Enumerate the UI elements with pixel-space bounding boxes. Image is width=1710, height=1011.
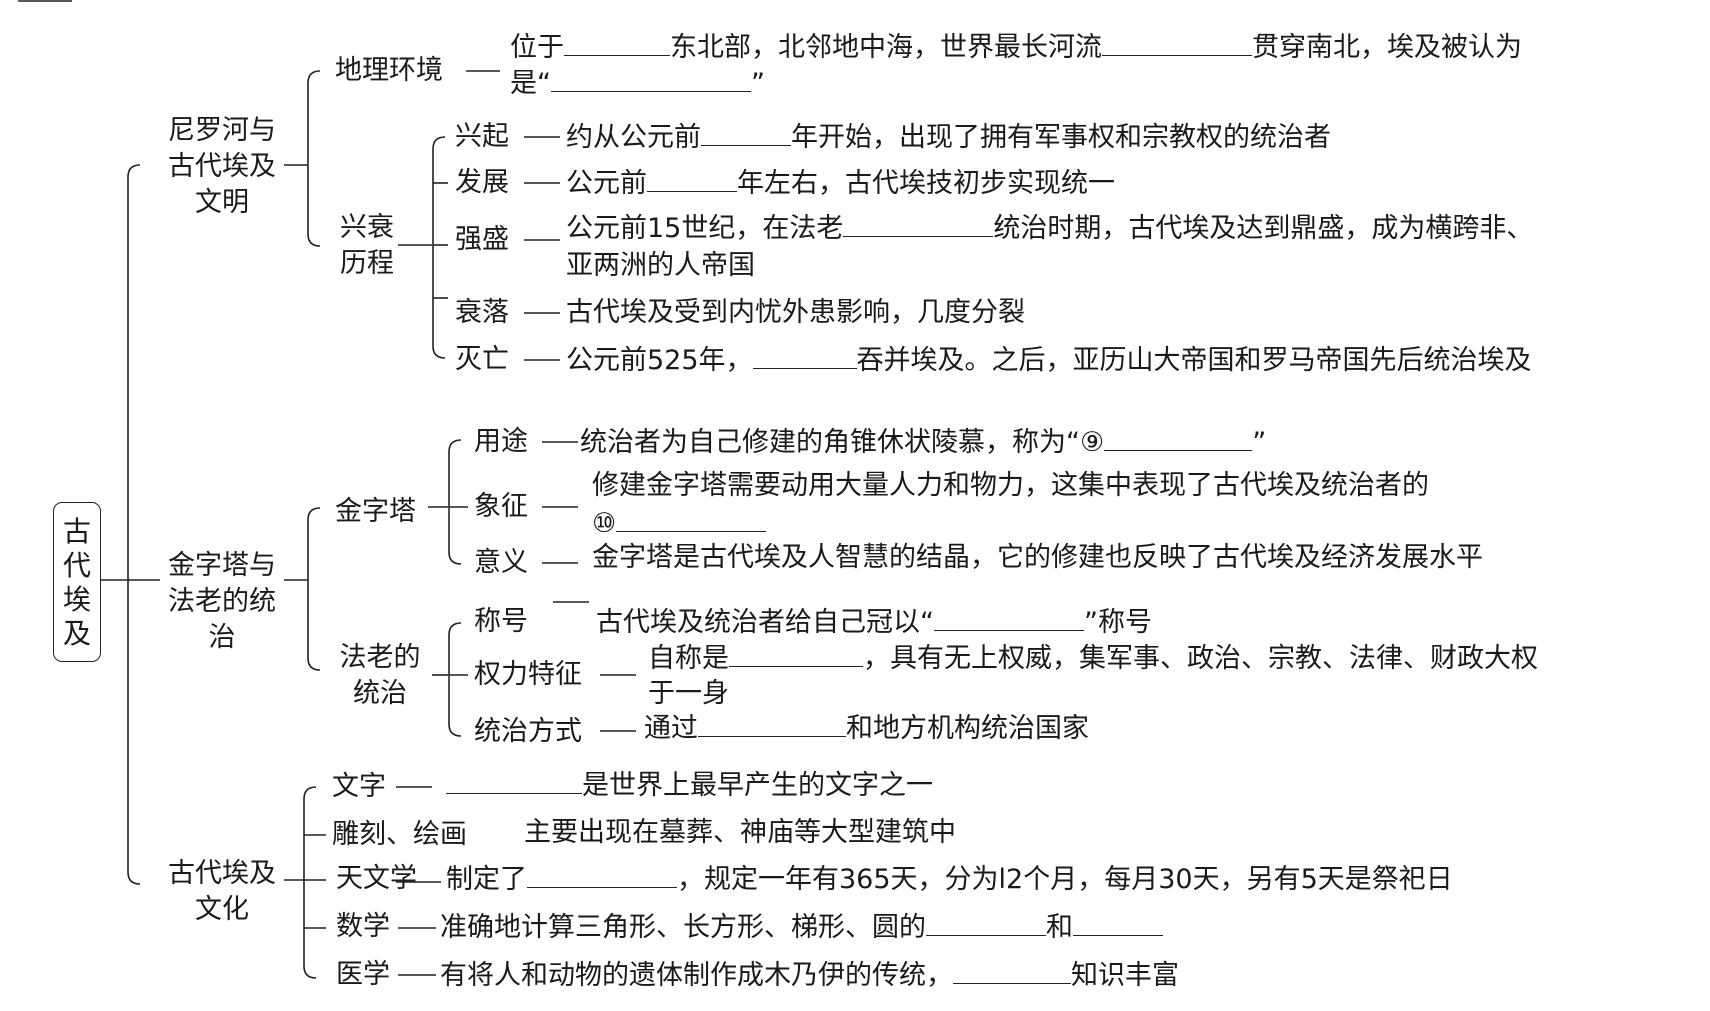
develop-label: 发展 [455, 167, 509, 198]
section-pyramid-title: 金字塔与法老的统治 [168, 550, 276, 653]
art-text: 主要出现在墓葬、神庙等大型建筑中 [524, 817, 956, 848]
fall-label: 灭亡 [455, 344, 509, 375]
meaning-label: 意义 [474, 547, 528, 578]
power-blank[interactable] [729, 640, 863, 667]
decline-text: 古代埃及受到内忧外患影响，几度分裂 [566, 297, 1025, 328]
power-text-1: 自称是，具有无上权威，集军事、政治、宗教、法律、财政大权 [648, 640, 1538, 677]
medicine-blank[interactable] [953, 957, 1071, 984]
use-blank[interactable] [1104, 424, 1253, 451]
peak-text-1: 公元前15世纪，在法老统治时期，古代埃及达到鼎盛，成为横跨非、 [566, 210, 1533, 247]
pyramid-label: 金字塔 [335, 496, 416, 527]
medicine-label: 医学 [336, 959, 390, 990]
astro-label: 天文学 [336, 863, 417, 894]
art-label: 雕刻、绘画 [332, 819, 467, 850]
history-label: 兴衰历程 [340, 212, 394, 279]
rise-label: 兴起 [455, 121, 509, 152]
method-text: 通过和地方机构统治国家 [644, 710, 1089, 747]
medicine-text: 有将人和动物的遗体制作成木乃伊的传统，知识丰富 [440, 957, 1179, 994]
method-label: 统治方式 [474, 716, 582, 747]
symbol-text-2: ⑩ [592, 505, 767, 542]
title2-text: 古代埃及统治者给自己冠以“”称号 [596, 604, 1152, 641]
geo-line-1: 位于东北部，北邻地中海，世界最长河流贯穿南北，埃及被认为 [510, 29, 1522, 66]
peak-blank[interactable] [843, 210, 994, 237]
symbol-label: 象征 [474, 491, 528, 522]
geo-blank-1[interactable] [564, 29, 670, 56]
math-text: 准确地计算三角形、长方形、梯形、圆的和 [440, 909, 1163, 946]
geo-blank-2[interactable] [1102, 29, 1252, 56]
rise-text: 约从公元前年开始，出现了拥有军事权和宗教权的统治者 [566, 119, 1331, 156]
writing-label: 文字 [332, 771, 386, 802]
fall-blank[interactable] [752, 342, 857, 369]
section-culture-title: 古代埃及文化 [168, 858, 276, 925]
develop-text: 公元前年左右，古代埃技初步实现统一 [566, 165, 1115, 202]
writing-blank[interactable] [446, 767, 582, 794]
astro-text: 制定了，规定一年有365天，分为l2个月，每月30天，另有5天是祭祀日 [446, 861, 1453, 898]
peak-text-2: 亚两洲的人帝国 [566, 250, 755, 281]
geo-line-2: 是“” [510, 65, 765, 102]
rise-blank[interactable] [701, 119, 791, 146]
geo-blank-3[interactable] [551, 65, 751, 92]
root-label: 古代埃及 [62, 515, 91, 650]
root-node: 古代埃及 [53, 502, 101, 662]
astro-blank[interactable] [527, 861, 677, 888]
method-blank[interactable] [698, 710, 846, 737]
title2-blank[interactable] [934, 604, 1084, 631]
power-label: 权力特征 [474, 659, 582, 690]
use-text: 统治者为自己修建的角锥休状陵慕，称为“⑨” [580, 424, 1266, 461]
math-blank-2[interactable] [1073, 909, 1163, 936]
power-text-2: 于一身 [648, 678, 729, 709]
symbol-text-1: 修建金字塔需要动用大量人力和物力，这集中表现了古代埃及统治者的 [592, 470, 1429, 501]
symbol-blank[interactable] [616, 505, 767, 532]
peak-label: 强盛 [455, 224, 509, 255]
title2-label: 称号 [474, 606, 528, 637]
section-nile-title: 尼罗河与古代埃及文明 [168, 115, 276, 218]
math-label: 数学 [336, 911, 390, 942]
rule-label: 法老的统治 [339, 642, 421, 709]
math-blank-1[interactable] [926, 909, 1046, 936]
writing-text: 是世界上最早产生的文字之一 [446, 767, 933, 804]
decline-label: 衰落 [455, 297, 509, 328]
develop-blank[interactable] [647, 165, 737, 192]
meaning-text: 金字塔是古代埃及人智慧的结晶，它的修建也反映了古代埃及经济发展水平 [592, 542, 1483, 573]
use-label: 用途 [474, 426, 528, 457]
geo-label: 地理环境 [335, 55, 443, 86]
fall-text: 公元前525年，吞并埃及。之后，亚历山大帝国和罗马帝国先后统治埃及 [566, 342, 1532, 379]
